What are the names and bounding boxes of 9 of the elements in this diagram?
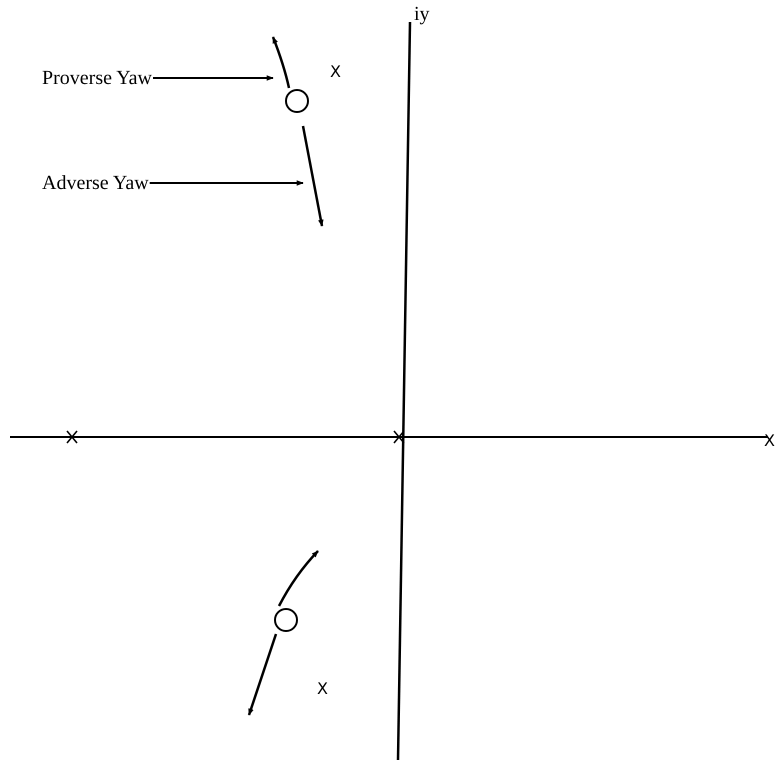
leader-arrow [150, 180, 304, 186]
pole-label: X [317, 679, 328, 699]
root-locus-arrow [272, 36, 290, 88]
callout-text: Proverse Yaw [42, 68, 152, 88]
leader-arrow [153, 75, 274, 81]
pole-label: X [330, 62, 341, 82]
axis-label: iy [414, 4, 430, 24]
root-locus-arrow [302, 126, 324, 227]
callout-text: Adverse Yaw [42, 173, 149, 193]
